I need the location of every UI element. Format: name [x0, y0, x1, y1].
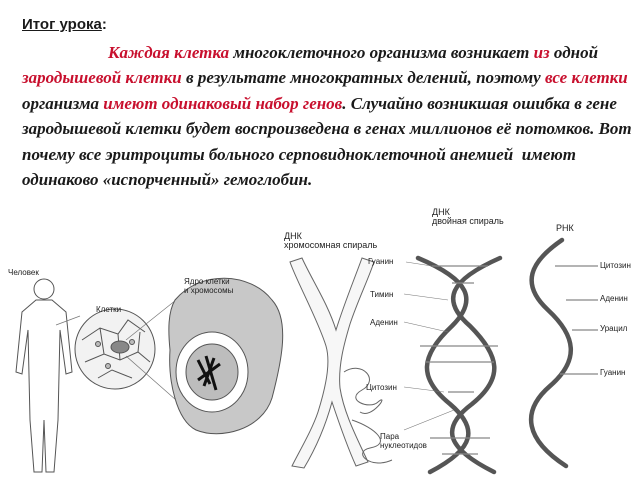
cell-nucleus	[168, 277, 284, 435]
label-pointers	[403, 261, 455, 431]
label-rna-adenine: Аденин	[600, 294, 628, 303]
rna-strand	[528, 237, 574, 469]
summary-segment: организма	[22, 68, 633, 113]
label-human: Человек	[8, 268, 39, 277]
summary-segment: в результате многократных делений, поэто…	[181, 68, 545, 87]
summary-segment: одинаково «испорченный» гемоглобин.	[22, 170, 313, 189]
summary-segment: . Случайно возникшая ошибка в гене зарод…	[22, 93, 636, 164]
label-rna-uracil: Урацил	[600, 324, 628, 333]
label-rna-cytosine: Цитозин	[600, 261, 631, 270]
label-guanine: Гуанин	[368, 257, 394, 266]
summary-segment: имеют одинаковый набор генов	[103, 93, 343, 113]
label-rna-guanine: Гуанин	[600, 368, 626, 377]
summary-paragraph: Каждая клетка многоклеточного организма …	[22, 40, 634, 193]
label-thymine: Тимин	[370, 290, 394, 299]
summary-segment: все клетки	[544, 68, 628, 87]
summary-segment: одной	[549, 42, 603, 62]
label-cytosine: Цитозин	[366, 383, 397, 392]
label-rna: РНК	[556, 223, 574, 233]
summary-segment: многоклеточного организма возникает	[229, 42, 534, 62]
summary-text: Итог урока: Каждая клетка многоклеточног…	[22, 12, 634, 193]
summary-segment: Каждая клетка	[108, 42, 230, 62]
human-silhouette	[15, 278, 73, 473]
dna-double-helix	[415, 255, 503, 475]
summary-segment: зародышевой клетки	[22, 68, 182, 87]
dna-coil	[343, 367, 393, 464]
lesson-title: Итог урока:	[22, 16, 107, 33]
chromosome	[289, 257, 375, 469]
rna-bases	[555, 265, 598, 375]
cell-cluster	[74, 308, 156, 390]
summary-segment: из	[533, 42, 550, 62]
label-adenine: Аденин	[370, 318, 398, 327]
dna-base-pairs	[420, 265, 498, 455]
label-cells: Клетки	[96, 305, 122, 314]
